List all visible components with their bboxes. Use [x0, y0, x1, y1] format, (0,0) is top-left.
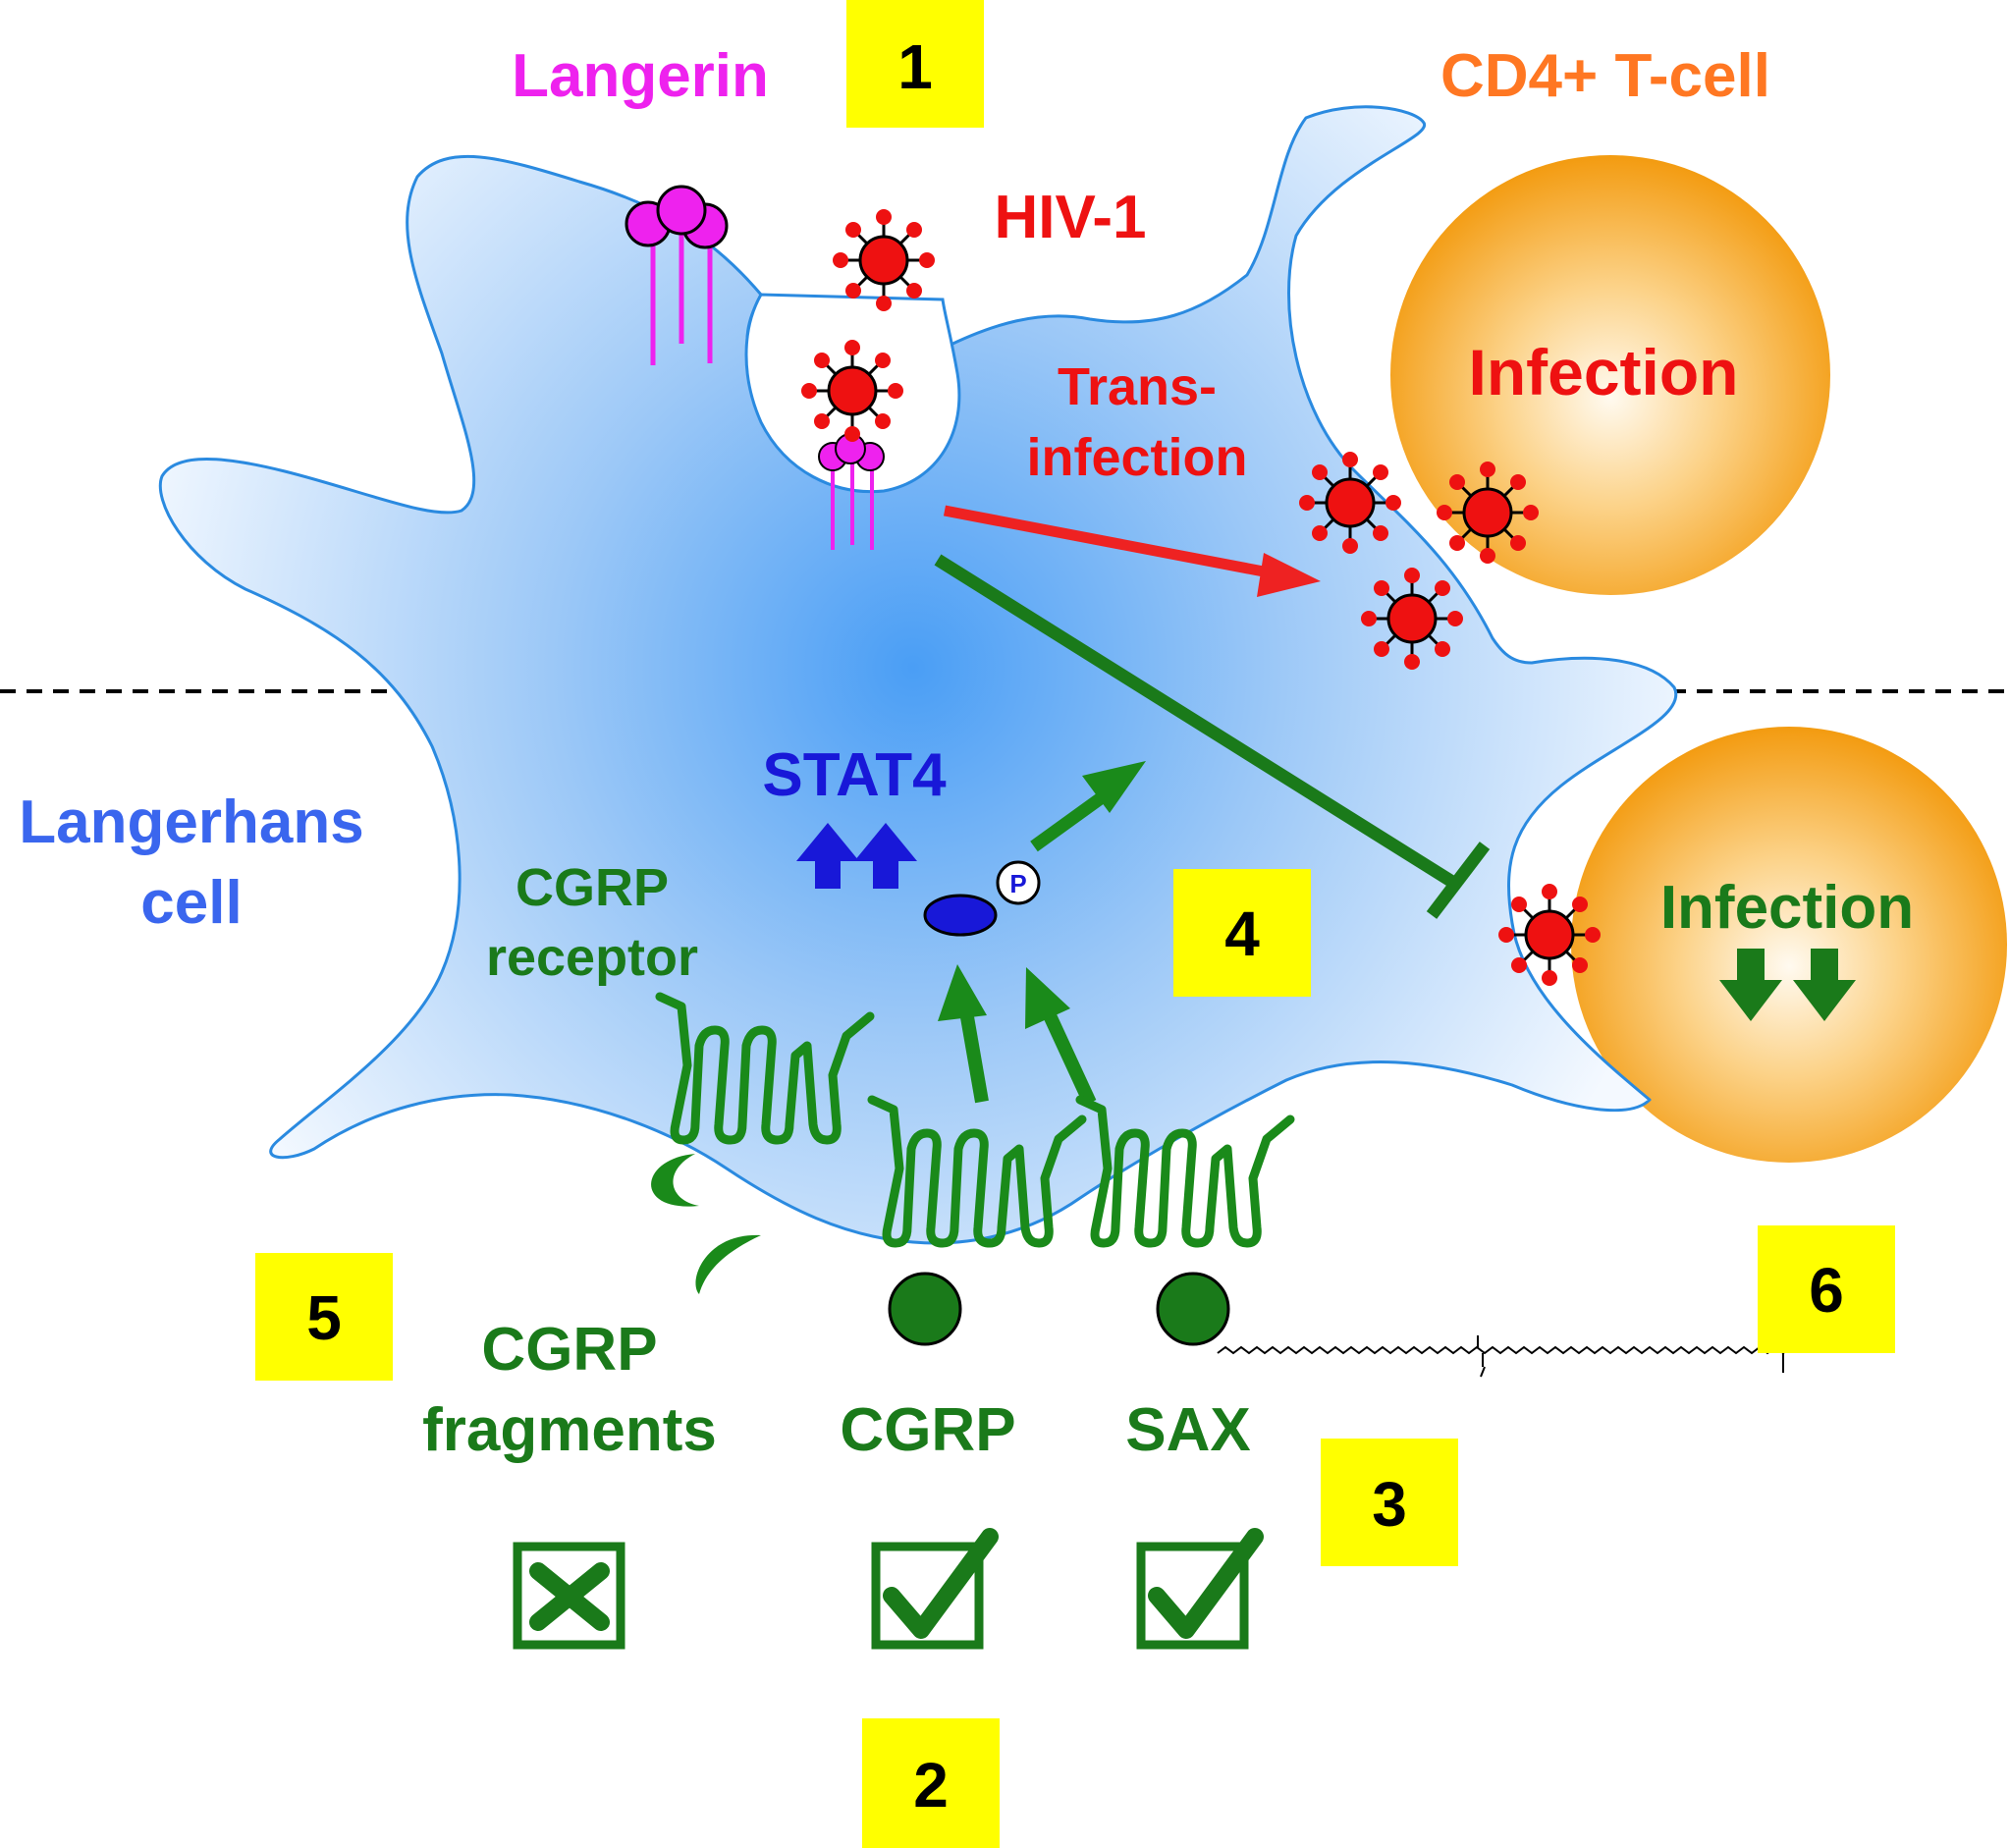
cgrp-fragment	[695, 1234, 761, 1294]
svg-text:4: 4	[1224, 898, 1260, 969]
trans-infection-label-1: Trans-	[1058, 357, 1217, 416]
stat4-up-arrows	[796, 823, 917, 889]
langerin-receptor	[625, 185, 729, 365]
cgrp-receptor-label-1: CGRP	[516, 858, 669, 917]
fragments-cross-box	[513, 1542, 625, 1650]
svg-text:3: 3	[1372, 1469, 1407, 1540]
hiv-virion	[831, 207, 937, 313]
cd4-t-cell-bottom	[1571, 727, 2007, 1163]
step-number-1: 1	[846, 0, 984, 128]
cgrp-receptor-label-2: receptor	[486, 928, 698, 987]
infection-label-top: Infection	[1469, 336, 1739, 408]
langerin-receptor-internalized	[818, 433, 885, 550]
sax-lipid-tail	[1217, 1345, 1792, 1355]
step-number-6: 6	[1758, 1225, 1895, 1353]
svg-text:6: 6	[1809, 1255, 1844, 1326]
cgrp-label: CGRP	[840, 1396, 1015, 1464]
cgrp-fragments-label-1: CGRP	[481, 1316, 657, 1384]
sax-ligand	[1156, 1272, 1230, 1346]
trans-infection-arrow	[943, 505, 1321, 597]
step-number-2: 2	[862, 1718, 1000, 1848]
hiv-virion	[1297, 450, 1403, 556]
phosphate-group	[996, 860, 1041, 905]
cgrp-signal-arrow	[938, 964, 989, 1104]
sax-signal-arrow	[1025, 967, 1097, 1106]
trans-infection-label-2: infection	[1027, 428, 1248, 487]
cgrp-fragments-label-2: fragments	[422, 1396, 717, 1464]
svg-text:1: 1	[897, 31, 933, 102]
infection-label-bottom: Infection	[1660, 874, 1914, 942]
sax-lipid-branch	[1480, 1366, 1486, 1378]
hiv-label: HIV-1	[994, 184, 1146, 251]
signal-arrow-to-nucleus	[1030, 761, 1146, 852]
hiv-virion-internalized	[799, 338, 905, 444]
svg-text:2: 2	[913, 1750, 949, 1821]
cd4-t-cell-label: CD4+ T-cell	[1440, 42, 1770, 110]
step-number-4: 4	[1173, 869, 1311, 997]
langerhans-cell-label-2: cell	[140, 869, 242, 937]
cgrp-check-box	[871, 1528, 999, 1650]
langerhans-cell-label-1: Langerhans	[19, 788, 363, 856]
step-number-3: 3	[1321, 1439, 1458, 1566]
inhibition-line	[934, 554, 1491, 919]
cgrp-fragment	[651, 1154, 699, 1207]
langerin-label: Langerin	[512, 42, 769, 110]
hiv-virion	[1359, 566, 1465, 672]
stat4-protein	[923, 894, 998, 937]
stat4-label: STAT4	[762, 741, 947, 809]
svg-text:5: 5	[306, 1282, 342, 1353]
hiv-virion	[1496, 882, 1603, 988]
infection-down-arrows	[1719, 949, 1856, 1021]
sax-label: SAX	[1125, 1396, 1250, 1464]
sax-check-box	[1136, 1528, 1264, 1650]
cgrp-ligand	[888, 1272, 962, 1346]
cd4-t-cell-top	[1390, 155, 1830, 595]
phosphate-label: P	[1009, 869, 1026, 898]
hiv-virion	[1435, 460, 1541, 566]
step-number-5: 5	[255, 1253, 393, 1381]
